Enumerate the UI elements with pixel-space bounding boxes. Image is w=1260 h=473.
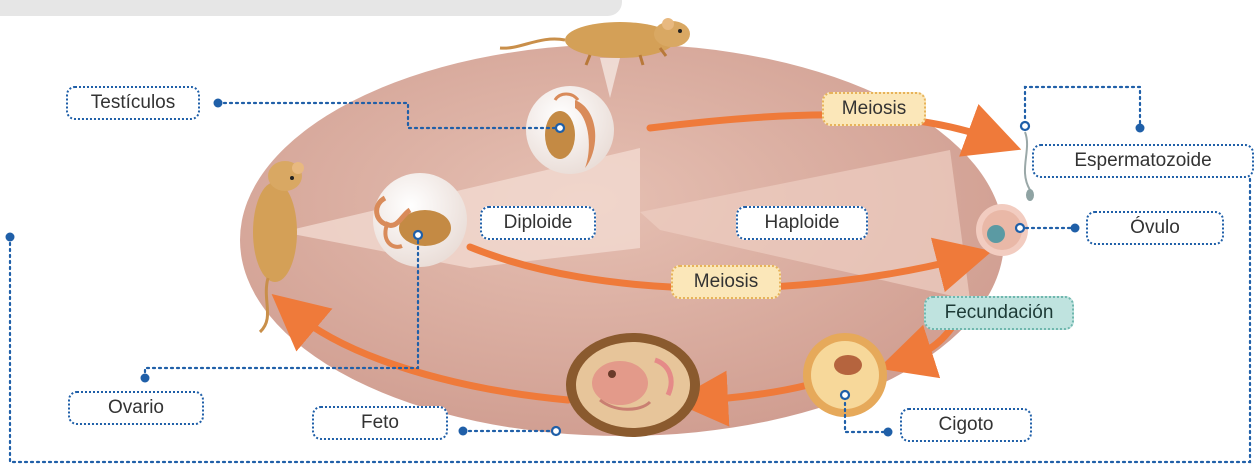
connector-espermatozoide — [1025, 87, 1140, 128]
ovary-illustration — [373, 173, 467, 267]
dot-ovario — [141, 374, 150, 383]
label-testiculos: Testículos — [66, 86, 200, 120]
dot-feto — [459, 427, 468, 436]
dot-espermatozoide — [1136, 124, 1145, 133]
dot-ovulo — [1071, 224, 1080, 233]
dot-testiculos — [214, 99, 223, 108]
label-espermatozoide: Espermatozoide — [1032, 144, 1254, 178]
ring-ovary — [414, 231, 422, 239]
fetus-illustration — [566, 333, 700, 437]
label-cigoto: Cigoto — [900, 408, 1032, 442]
label-meiosis-bottom: Meiosis — [671, 265, 781, 299]
ring-sperm — [1021, 122, 1029, 130]
label-haploide: Haploide — [736, 206, 868, 240]
ring-zygote — [841, 391, 849, 399]
label-feto: Feto — [312, 406, 448, 440]
label-ovulo: Óvulo — [1086, 211, 1224, 245]
testes-illustration — [526, 86, 614, 174]
dot-outer-loop — [6, 233, 15, 242]
ring-fetus — [552, 427, 560, 435]
label-meiosis-top: Meiosis — [822, 92, 926, 126]
label-ovario: Ovario — [68, 391, 204, 425]
dot-cigoto — [884, 428, 893, 437]
ring-ovum — [1016, 224, 1024, 232]
label-fecundacion: Fecundación — [924, 296, 1074, 330]
ring-testes — [556, 124, 564, 132]
label-diploide: Diploide — [480, 206, 596, 240]
